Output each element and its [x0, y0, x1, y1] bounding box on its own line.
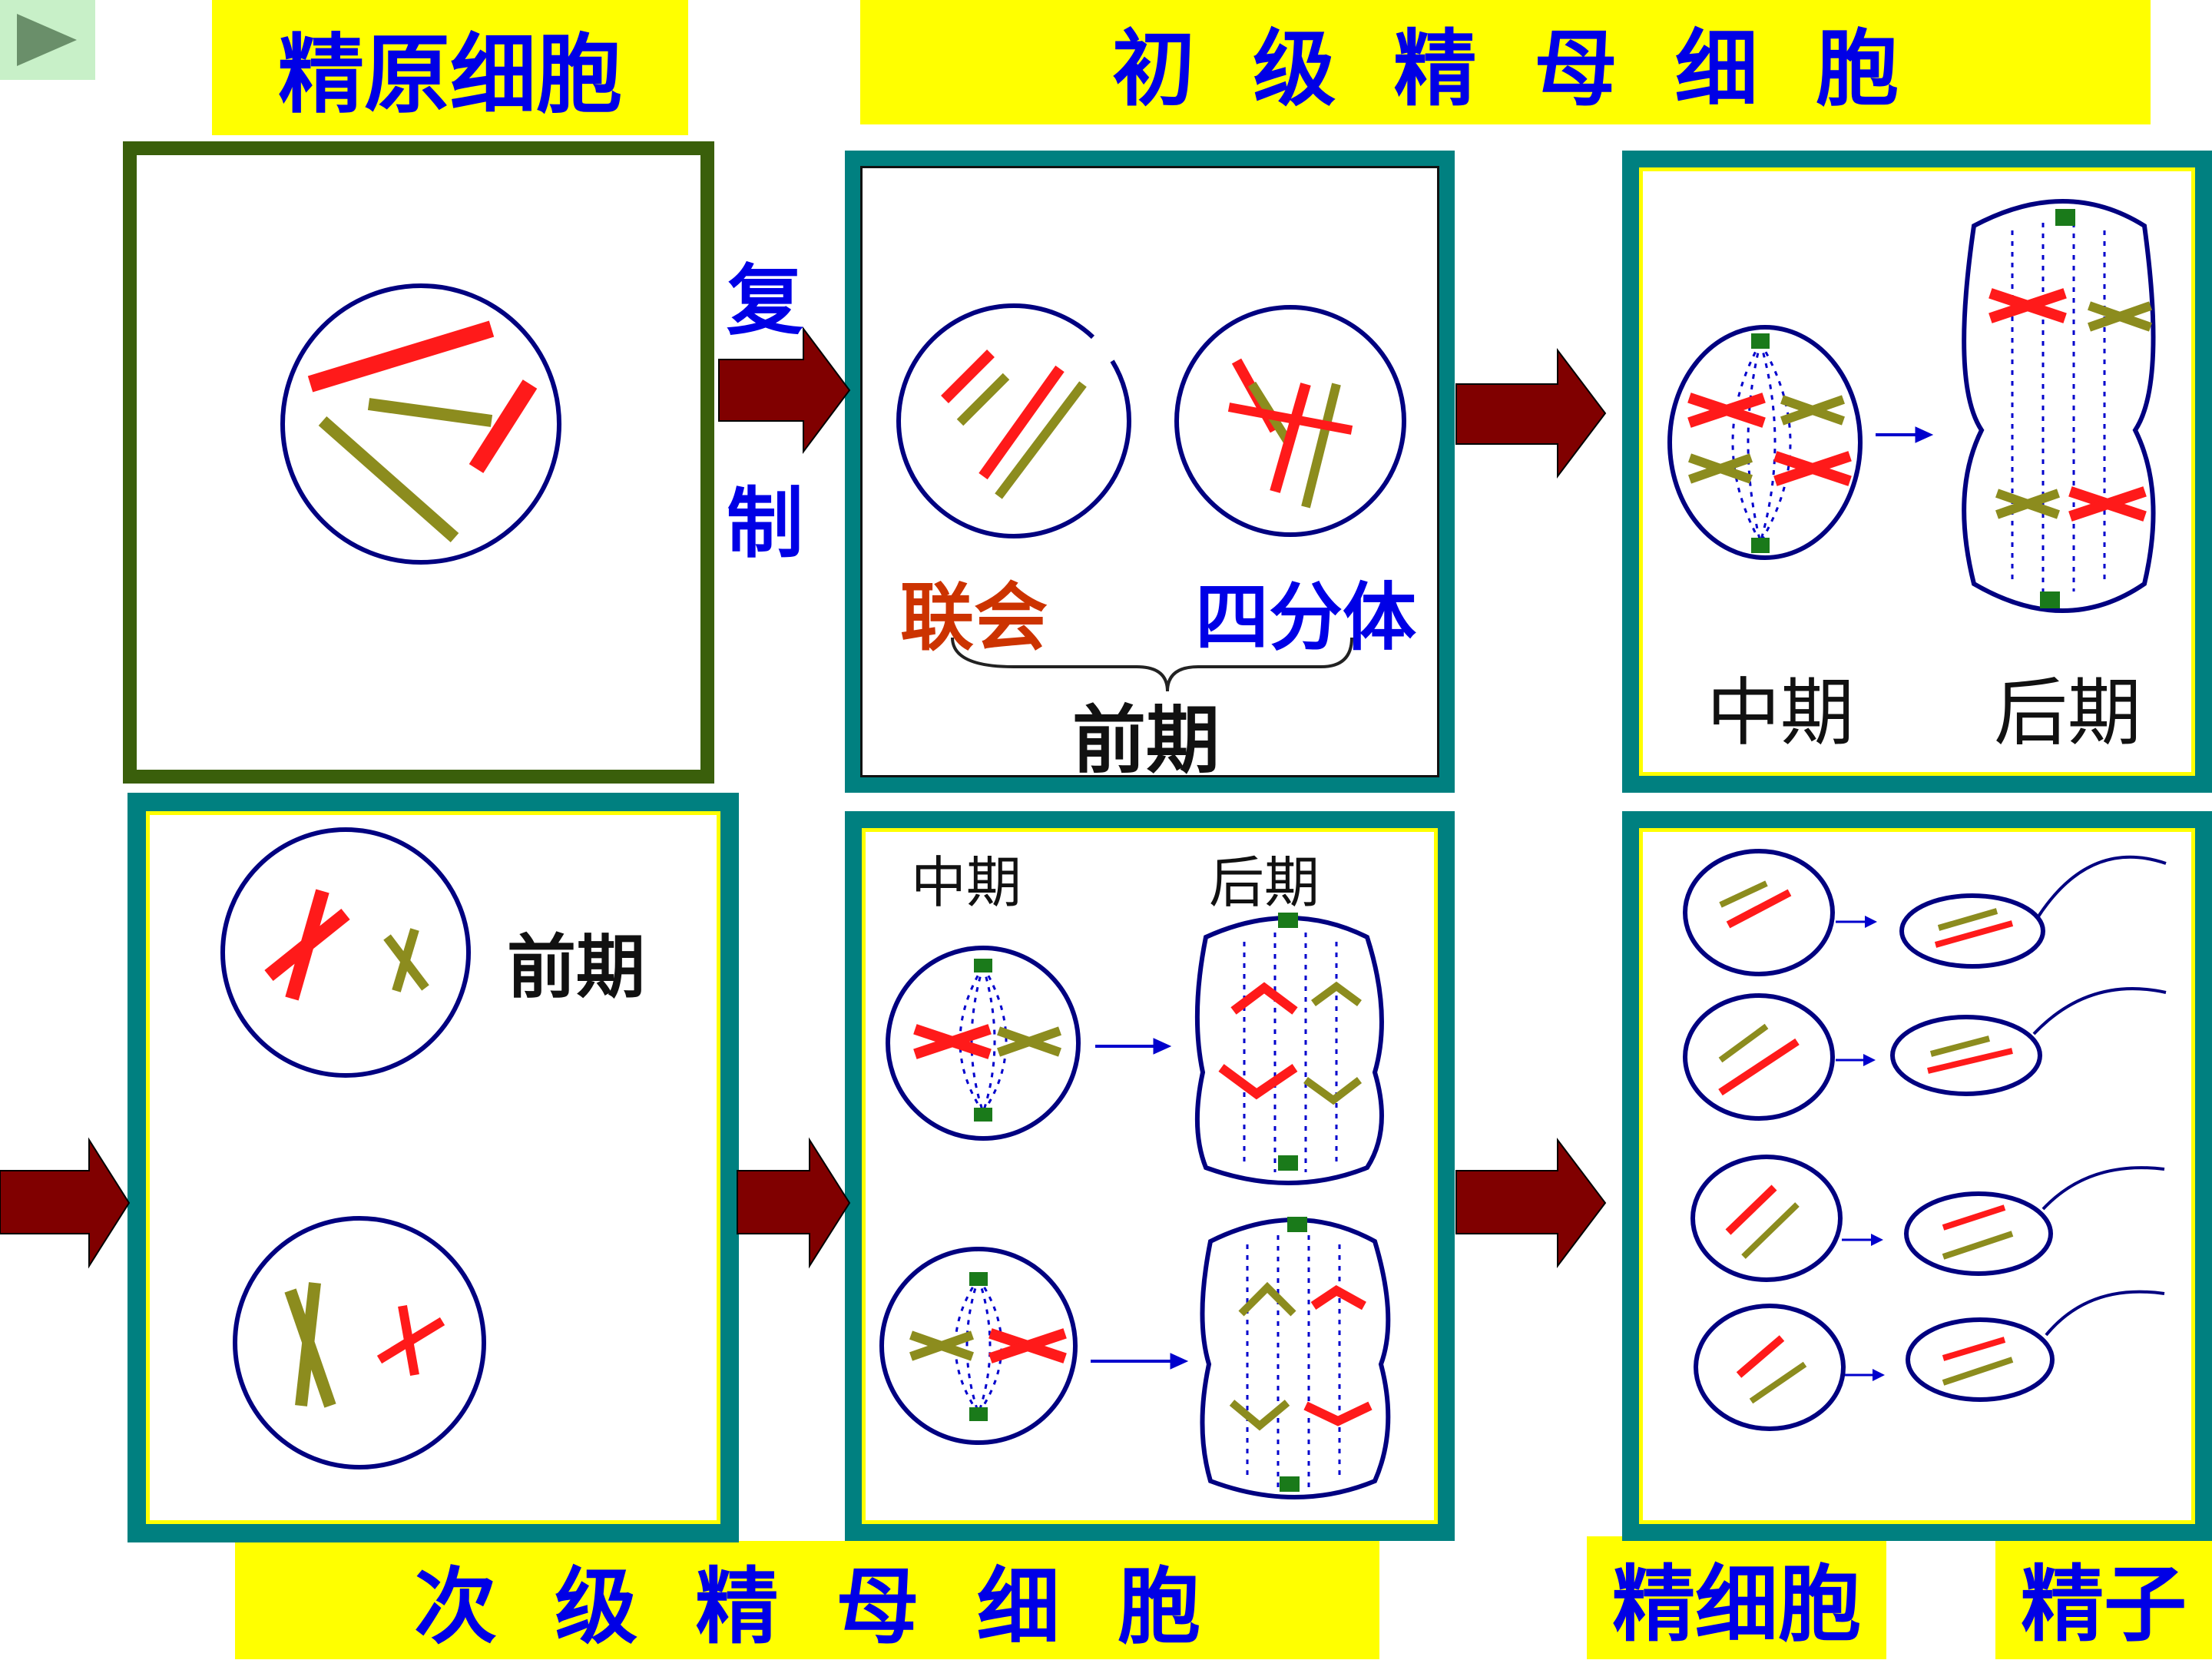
- panel-meta-ana-2: [845, 811, 1455, 1541]
- prophase-2-cell-b: [233, 1216, 486, 1469]
- prophase-2-cell-a: [220, 827, 471, 1078]
- label-secondary-spermatocyte: 次 级 精 母 细 胞: [235, 1541, 1379, 1659]
- prophase-1-tetrad-cell: [1174, 305, 1406, 537]
- arrow-to-prophase-2: [0, 1137, 131, 1269]
- label-prophase-1: 前期: [1072, 697, 1220, 784]
- arrow-to-meta-2: [737, 1137, 851, 1269]
- arrow-replication: [718, 326, 851, 454]
- spermatid-row-3: [1690, 1155, 2165, 1282]
- label-sperm: 精子: [1995, 1536, 2212, 1659]
- label-spermatogonium: 精原细胞: [212, 0, 688, 135]
- play-icon: [17, 14, 77, 66]
- arrow-small-3: [1091, 1353, 1189, 1370]
- panel-meta-ana-1: [1622, 151, 2212, 793]
- label-prophase-2: 前期: [507, 927, 645, 1008]
- arrow-small-1: [1876, 426, 1934, 443]
- spermatogonium-cell: [280, 283, 561, 565]
- spermatid-row-1: [1683, 849, 2167, 976]
- label-primary-spermatocyte: 初 级 精 母 细 胞: [860, 0, 2151, 124]
- anaphase-2-cell-b: [1200, 1217, 1391, 1499]
- label-anaphase-1: 后期: [1994, 670, 2141, 756]
- arrow-to-metaphase-1: [1455, 348, 1607, 479]
- panel-spermatids: [1622, 811, 2212, 1541]
- label-tetrad: 四分体: [1195, 575, 1416, 661]
- spermatid-row-4: [1694, 1290, 2165, 1431]
- metaphase-2-cell-b: [879, 1247, 1078, 1445]
- label-metaphase-1: 中期: [1707, 670, 1854, 756]
- arrow-to-spermatids: [1455, 1138, 1607, 1268]
- play-button[interactable]: [0, 0, 95, 80]
- label-spermatid: 精细胞: [1587, 1536, 1886, 1659]
- label-synapsis: 联会: [900, 575, 1048, 661]
- label-metaphase-2: 中期: [911, 850, 1022, 915]
- metaphase-1-cell: [1667, 325, 1863, 560]
- arrow-small-2: [1095, 1038, 1172, 1055]
- spermatid-row-2: [1683, 987, 2167, 1121]
- panel-prophase-1: [845, 151, 1455, 793]
- metaphase-2-cell-a: [886, 946, 1081, 1141]
- anaphase-2-cell-a: [1194, 913, 1384, 1185]
- anaphase-1-cell: [1962, 199, 2156, 613]
- panel-prophase-2: [127, 793, 739, 1542]
- label-replication-top: 复: [727, 256, 803, 346]
- label-replication-bottom: 制: [727, 479, 803, 568]
- panel-spermatogonium: [123, 141, 714, 784]
- prophase-1-synapsis-cell: [896, 303, 1131, 538]
- label-anaphase-2: 后期: [1209, 850, 1320, 915]
